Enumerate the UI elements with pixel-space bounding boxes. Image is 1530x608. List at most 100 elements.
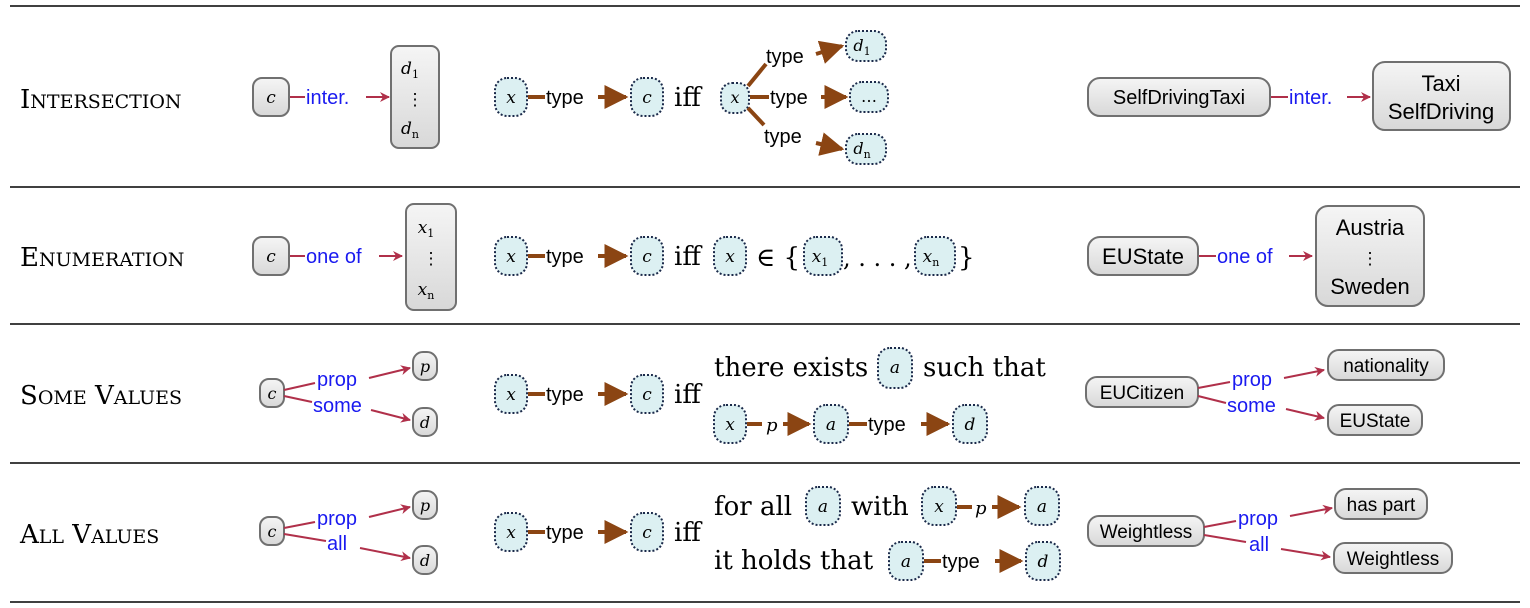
instance-node-x1-label: x1 bbox=[812, 247, 829, 269]
instance-node-x2 bbox=[921, 486, 957, 526]
intersection-pattern: c inter. d1 ⋮ dn bbox=[252, 45, 440, 149]
prop-label-prop: prop bbox=[317, 369, 357, 391]
instance-node-a3 bbox=[888, 541, 924, 581]
instance-node-x bbox=[494, 77, 528, 117]
class-node-c bbox=[252, 236, 290, 276]
instance-node-d1-label: d1 bbox=[853, 36, 870, 58]
quantifier-label-all: all bbox=[327, 533, 347, 555]
instance-node-dmid-label: … bbox=[861, 87, 877, 106]
list-dots: ⋮ bbox=[423, 249, 440, 269]
with-text: with bbox=[851, 492, 909, 522]
example-node-has-part bbox=[1334, 488, 1428, 520]
instance-node-dn-label: dn bbox=[853, 139, 870, 161]
example-node-weightless bbox=[1087, 515, 1205, 547]
instance-node-x2 bbox=[720, 82, 750, 114]
instance-node-c bbox=[630, 236, 664, 276]
instance-node-x-label: x bbox=[506, 247, 516, 267]
instance-node-d bbox=[952, 404, 988, 444]
property-node-p-label: p bbox=[420, 496, 430, 515]
property-label-p: p bbox=[975, 498, 987, 519]
instance-node-x-label: x bbox=[506, 523, 516, 543]
row-enumeration: ENUMERATION c one of x1 ⋮ xn x type c if… bbox=[20, 203, 1425, 311]
instance-node-x1 bbox=[803, 236, 843, 276]
instance-node-xn-label: xn bbox=[923, 247, 940, 269]
row-some-values: SOME VALUES c prop some p d x type c iff… bbox=[20, 347, 1445, 444]
property-node-p-label: p bbox=[420, 357, 430, 376]
type-label: type bbox=[546, 384, 584, 406]
class-node-d-label: d bbox=[420, 413, 430, 432]
class-node-d bbox=[412, 545, 438, 575]
intersection-example: SelfDrivingTaxi inter. Taxi SelfDriving bbox=[1087, 61, 1511, 131]
example-node-selfdriving-label: SelfDriving bbox=[1388, 99, 1494, 124]
example-node-eucitizen-label: EUCitizen bbox=[1100, 383, 1184, 404]
example-prop-inter: inter. bbox=[1289, 87, 1332, 109]
all-values-example: Weightless prop all has part Weightless bbox=[1087, 488, 1453, 574]
instance-node-x bbox=[494, 236, 528, 276]
element-of-symbol: ∈ { bbox=[756, 243, 800, 273]
example-node-eustate-label: EUState bbox=[1102, 244, 1184, 269]
prop-label-inter: inter. bbox=[306, 87, 349, 109]
all-values-pattern: c prop all p d bbox=[259, 490, 438, 575]
quantifier-label-some: some bbox=[313, 395, 362, 417]
instance-node-a bbox=[877, 347, 913, 389]
class-node-c bbox=[259, 378, 285, 408]
some-values-semantics: x type c iff there exists a such that x … bbox=[494, 347, 1046, 444]
prop-label-one-of: one of bbox=[306, 246, 362, 268]
iff-label: iff bbox=[674, 242, 703, 272]
example-node-has-part-label: has part bbox=[1347, 495, 1416, 516]
example-node-weightless-2 bbox=[1333, 542, 1453, 574]
for-all-text: for all bbox=[714, 492, 792, 522]
instance-node-x bbox=[494, 512, 528, 552]
type-label: type bbox=[546, 246, 584, 268]
instance-node-a2 bbox=[813, 404, 849, 444]
list-first: d1 bbox=[401, 59, 419, 81]
row-dividers bbox=[10, 5, 1520, 603]
class-list-node bbox=[390, 45, 440, 149]
example-node-taxi-selfdriving bbox=[1372, 61, 1511, 131]
such-that-text: such that bbox=[923, 353, 1046, 383]
set-ellipsis: , . . . , bbox=[843, 244, 912, 272]
row-intersection: INTERSECTION c inter. d1 ⋮ dn x type c i… bbox=[20, 30, 1511, 165]
example-node-eucitizen bbox=[1085, 376, 1199, 408]
instance-node-c bbox=[630, 77, 664, 117]
instance-node-xn bbox=[914, 236, 956, 276]
it-holds-that-text: it holds that bbox=[714, 546, 874, 576]
instance-node-x2-label: x bbox=[934, 497, 944, 517]
instance-node-x2 bbox=[713, 404, 747, 444]
individual-list-node bbox=[405, 203, 457, 311]
type-label-2: type bbox=[868, 414, 906, 436]
example-node-sweden-label: Sweden bbox=[1330, 274, 1410, 299]
example-node-dots: ⋮ bbox=[1362, 249, 1379, 269]
enumeration-semantics: x type c iff x ∈ { x1 , . . . , xn } bbox=[494, 236, 975, 276]
example-prop-prop: prop bbox=[1238, 508, 1278, 530]
example-node-weightless-label: Weightless bbox=[1100, 522, 1193, 543]
row-title-intersection: INTERSECTION bbox=[20, 85, 182, 115]
instance-node-d bbox=[1025, 541, 1061, 581]
instance-node-a2-label: a bbox=[1037, 497, 1047, 517]
property-node-p bbox=[412, 351, 438, 381]
example-node-selfdrivingtaxi-label: SelfDrivingTaxi bbox=[1113, 87, 1245, 109]
example-node-weightless-2-label: Weightless bbox=[1347, 549, 1440, 570]
row-title-some-values: SOME VALUES bbox=[20, 381, 182, 411]
enumeration-pattern: c one of x1 ⋮ xn bbox=[252, 203, 457, 311]
property-node-p bbox=[412, 490, 438, 520]
property-label-p: p bbox=[766, 415, 778, 436]
instance-node-x-label: x bbox=[506, 385, 516, 405]
row-title-all-values: ALL VALUES bbox=[19, 520, 159, 550]
example-prop-one-of: one of bbox=[1217, 246, 1273, 268]
example-node-nationality-label: nationality bbox=[1343, 356, 1429, 377]
class-node-c-label: c bbox=[266, 247, 276, 267]
intersection-semantics: x type c iff x type type type d1 … dn bbox=[494, 30, 889, 165]
instance-node-c bbox=[630, 512, 664, 552]
row-all-values: ALL VALUES c prop all p d x type c iff f… bbox=[19, 486, 1453, 581]
set-close-brace: } bbox=[958, 243, 975, 273]
class-node-d bbox=[412, 407, 438, 437]
list-last: dn bbox=[401, 119, 419, 141]
some-values-example: EUCitizen prop some nationality EUState bbox=[1085, 349, 1445, 436]
class-node-c bbox=[259, 516, 285, 546]
example-node-taxi-label: Taxi bbox=[1421, 71, 1460, 96]
instance-node-x2-label: x bbox=[725, 415, 735, 435]
instance-node-d-label: d bbox=[1038, 552, 1049, 572]
instance-node-dmid bbox=[849, 81, 889, 113]
instance-node-x2-label: x bbox=[725, 247, 735, 267]
